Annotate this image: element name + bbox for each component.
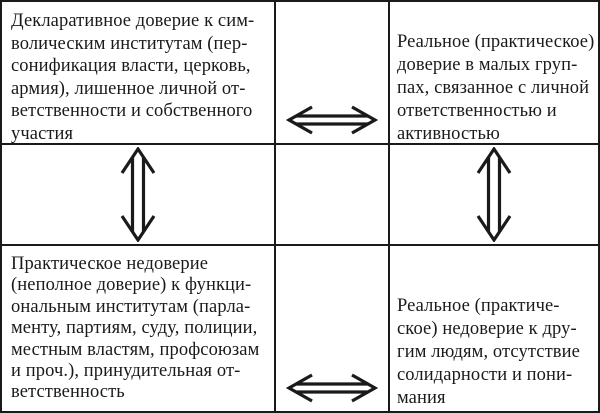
cell-arrow-right-vertical: [390, 145, 598, 246]
cell-arrow-bottom: [276, 246, 390, 411]
cell-practical-distrust-text: Практическое недоверие (неполное доверие…: [11, 254, 260, 403]
double-arrow-horizontal-icon: [286, 105, 378, 135]
double-arrow-vertical-icon: [476, 147, 512, 242]
cell-real-distrust-others: Реальное (практиче- ское) недоверие к др…: [390, 246, 598, 411]
double-arrow-horizontal-icon: [286, 373, 378, 403]
cell-real-trust-text: Реальное (практическое) доверие в малых …: [397, 32, 595, 144]
double-arrow-vertical-icon: [120, 147, 156, 242]
cell-declarative-trust-text: Декларативное доверие к сим- волическим …: [11, 11, 255, 144]
cell-arrow-left-vertical: [2, 145, 276, 246]
cell-real-trust-small-groups: Реальное (практическое) доверие в малых …: [390, 2, 598, 145]
cell-real-distrust-text: Реальное (практиче- ское) недоверие к др…: [397, 296, 580, 408]
cell-declarative-trust-institutions: Декларативное доверие к сим- волическим …: [2, 2, 276, 145]
cell-center-empty: [276, 145, 390, 246]
cell-arrow-top: [276, 2, 390, 145]
cell-practical-distrust-institutions: Практическое недоверие (неполное доверие…: [2, 246, 276, 411]
